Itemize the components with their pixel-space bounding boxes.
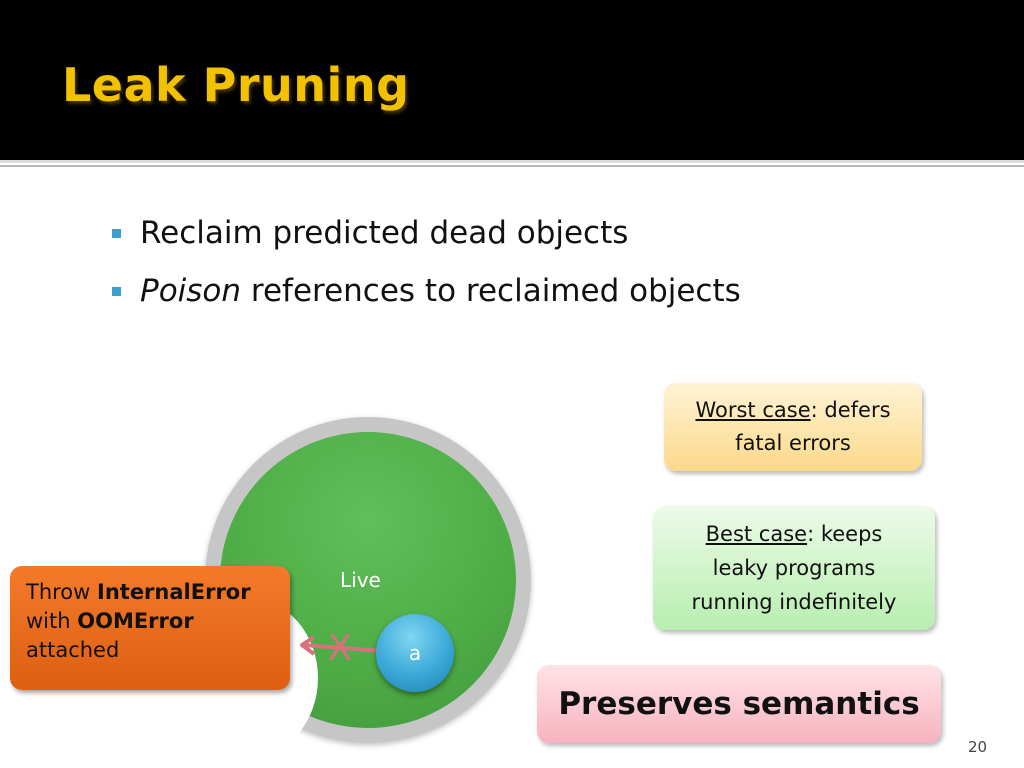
cut-mark: X <box>328 628 353 669</box>
best-case-line-3: running indefinitely <box>691 590 897 614</box>
throw-line-3: attached <box>26 638 120 662</box>
bullet-item: Poison references to reclaimed objects <box>110 268 741 326</box>
bullet-marker-icon <box>112 287 121 296</box>
bullet-text: Reclaim predicted dead objects <box>140 215 629 251</box>
slide-title: Leak Pruning <box>62 58 410 112</box>
bullet-item: Reclaim predicted dead objects <box>110 210 741 268</box>
best-case-line-2: leaky programs <box>712 556 876 580</box>
title-bar: Leak Pruning <box>0 0 1024 160</box>
throw-line-2: with OOMError <box>26 609 194 633</box>
worst-case-line-2: fatal errors <box>735 431 851 455</box>
object-node-a: a <box>376 614 454 692</box>
bullet-list: Reclaim predicted dead objects Poison re… <box>110 210 741 326</box>
arrow-shaft <box>303 643 383 653</box>
divider-line-secondary <box>0 165 1024 167</box>
throw-line-1: Throw InternalError <box>26 580 251 604</box>
live-label: Live <box>340 568 381 592</box>
throw-error-box: Throw InternalError with OOMError attach… <box>10 566 290 690</box>
bullet-marker-icon <box>112 229 121 238</box>
worst-case-line-1: Worst case: defers <box>695 398 891 422</box>
preserves-semantics-callout: Preserves semantics <box>537 665 941 743</box>
slide-number: 20 <box>968 738 988 756</box>
bullet-italic-word: Poison <box>140 273 242 309</box>
poisoned-reference-arrow: X <box>300 628 383 669</box>
bullet-text: references to reclaimed objects <box>241 273 741 309</box>
best-case-callout: Best case: keeps leaky programs running … <box>653 506 935 630</box>
arrow-head <box>300 635 316 656</box>
best-case-line-1: Best case: keeps <box>705 522 883 546</box>
worst-case-callout: Worst case: defers fatal errors <box>664 383 922 471</box>
divider-line <box>0 160 1024 163</box>
